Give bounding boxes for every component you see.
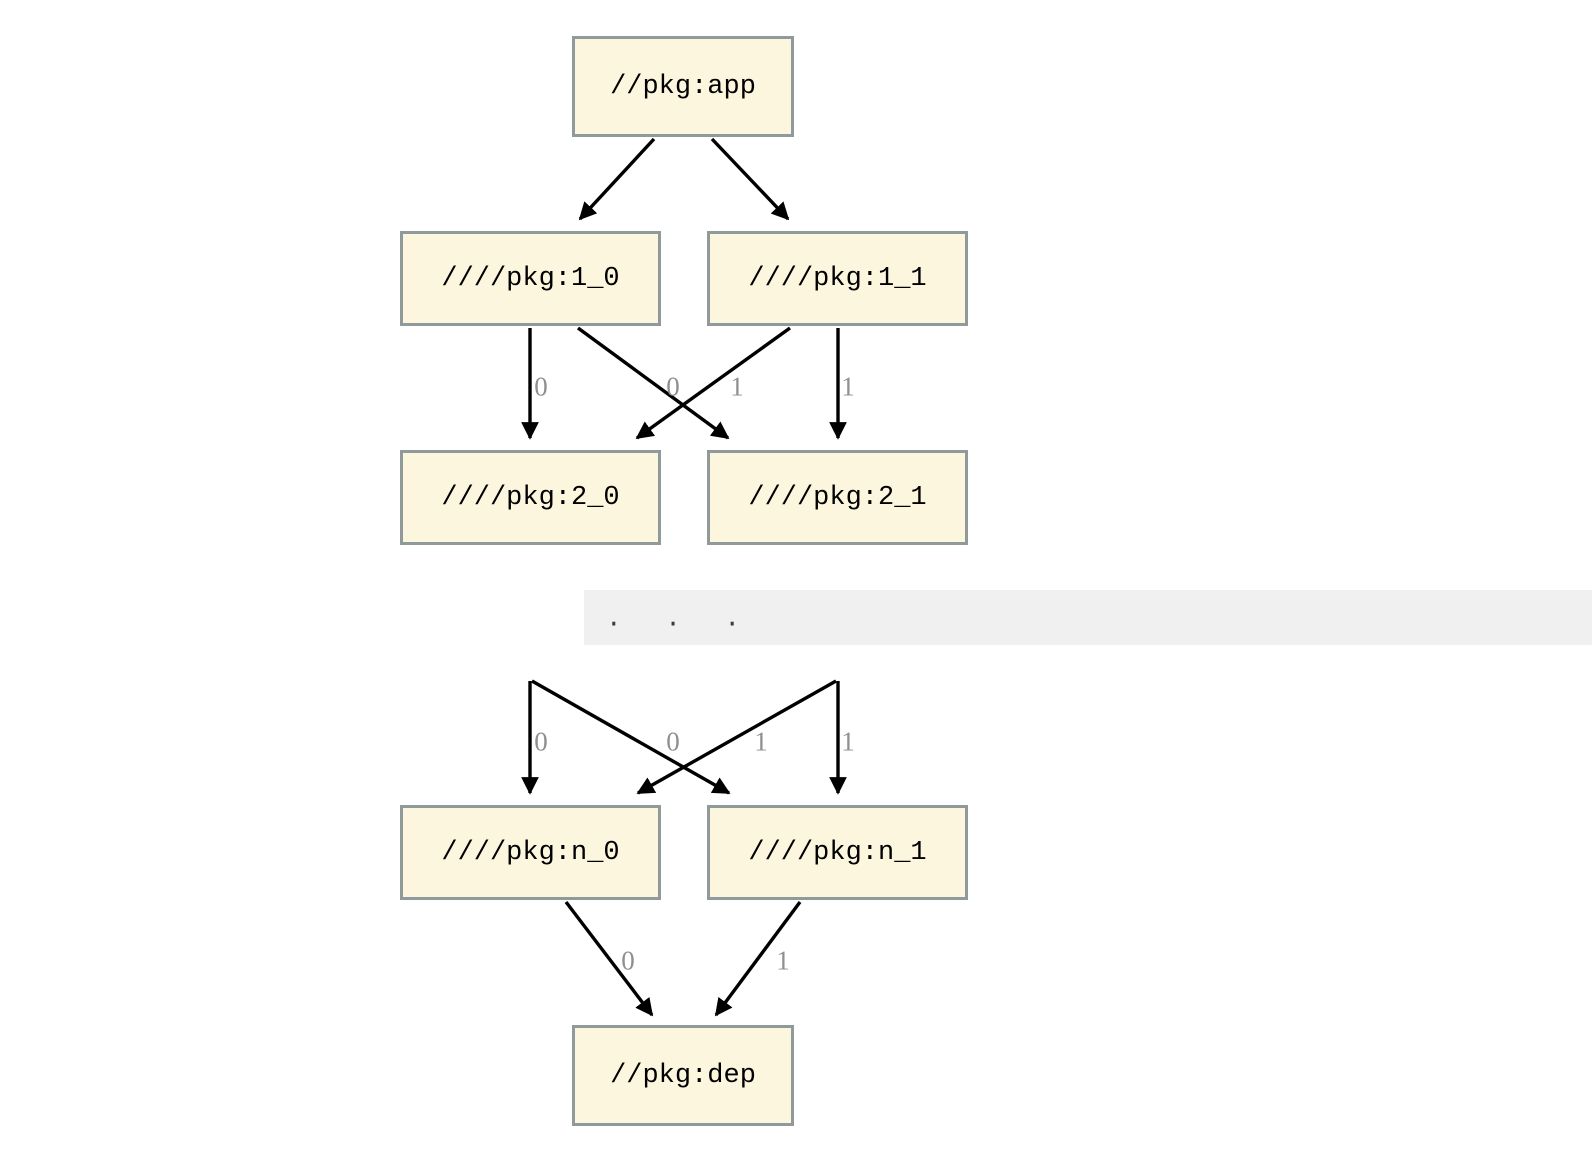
ellipsis-dots: · · ·	[606, 608, 755, 639]
node-pkg-n_0[interactable]: ////pkg:n_0	[400, 805, 661, 900]
node-label: ////pkg:n_1	[748, 837, 927, 868]
node-label: //pkg:dep	[610, 1060, 756, 1091]
edge-label: 0	[666, 371, 680, 402]
node-label: ////pkg:n_0	[441, 837, 620, 868]
node-pkg-n_1[interactable]: ////pkg:n_1	[707, 805, 968, 900]
edge-above-to-n_0-cross	[636, 679, 837, 795]
edge-label: 1	[754, 726, 768, 757]
edge-app-to-1_0	[578, 137, 656, 221]
edge-app-to-1_1	[710, 137, 790, 221]
node-label: //pkg:app	[610, 71, 756, 102]
edge-1_0-to-2_1	[576, 326, 730, 440]
node-pkg-2_1[interactable]: ////pkg:2_1	[707, 450, 968, 545]
edge-label: 0	[621, 945, 635, 976]
edge-label: 1	[776, 945, 790, 976]
edge-1_1-to-2_0	[635, 326, 791, 440]
node-pkg-app[interactable]: //pkg:app	[572, 36, 794, 137]
edge-n_0-to-dep	[564, 900, 654, 1017]
edge-label: 1	[841, 371, 855, 402]
edge-label: 0	[666, 726, 680, 757]
node-pkg-2_0[interactable]: ////pkg:2_0	[400, 450, 661, 545]
edge-above-to-n_1-cross	[531, 679, 731, 795]
node-label: ////pkg:1_1	[748, 263, 927, 294]
node-pkg-1_0[interactable]: ////pkg:1_0	[400, 231, 661, 326]
node-pkg-dep[interactable]: //pkg:dep	[572, 1025, 794, 1126]
edge-label: 1	[841, 726, 855, 757]
node-label: ////pkg:2_0	[441, 482, 620, 513]
edge-label: 0	[534, 726, 548, 757]
edge-label: 1	[730, 371, 744, 402]
edge-n_1-to-dep	[714, 900, 802, 1017]
node-label: ////pkg:2_1	[748, 482, 927, 513]
node-label: ////pkg:1_0	[441, 263, 620, 294]
edge-label: 0	[534, 371, 548, 402]
truncation-ellipsis-band: · · ·	[584, 590, 1592, 645]
node-pkg-1_1[interactable]: ////pkg:1_1	[707, 231, 968, 326]
